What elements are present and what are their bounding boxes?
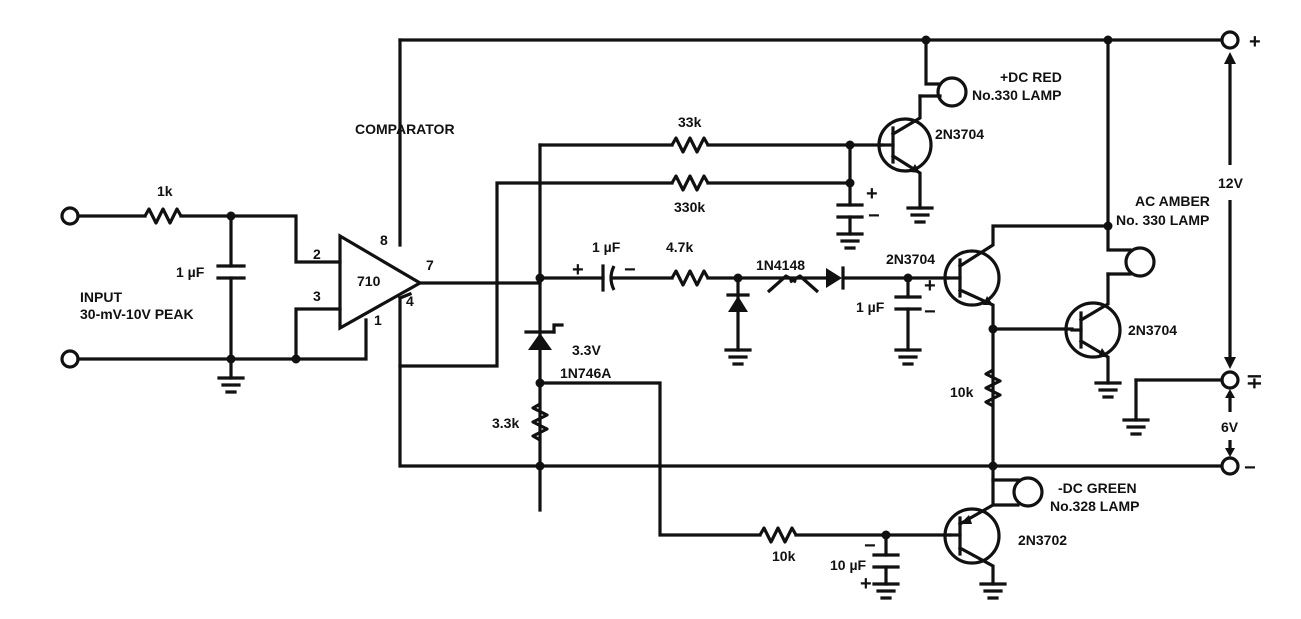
label-c-1uf-a: 1 µF (592, 239, 621, 255)
label-q-red: 2N3704 (935, 126, 984, 142)
capacitor-1uf-b (894, 295, 922, 311)
label-zener-part: 1N746A (560, 365, 611, 381)
label-c-1uf-b: 1 µF (856, 299, 885, 315)
polarity-plus: + (860, 573, 872, 595)
label-pin3: 3 (313, 288, 321, 304)
label-lamp-red-1: +DC RED (1000, 69, 1062, 85)
resistor-10k-bot (758, 526, 798, 544)
label-input-2: 30-mV-10V PEAK (80, 306, 194, 322)
transistor-q4 (943, 478, 1001, 586)
resistor-33k (670, 136, 710, 154)
transistor-q2 (943, 224, 1110, 468)
label-lamp-green-2: No.328 LAMP (1050, 498, 1139, 514)
label-lamp-green-1: -DC GREEN (1058, 480, 1137, 496)
resistor-3k3 (531, 402, 549, 442)
supply-terminal-minus (1220, 456, 1240, 476)
label-q-amber-out: 2N3704 (1128, 322, 1177, 338)
label-r-input: 1k (157, 183, 173, 199)
supply-terminal-plus (1220, 30, 1240, 50)
label-opamp: 710 (357, 273, 381, 289)
label-lamp-amber-2: No. 330 LAMP (1116, 212, 1209, 228)
zener-1n746a (524, 323, 564, 350)
label-lamp-red-2: No.330 LAMP (972, 87, 1061, 103)
label-6v: 6V (1221, 419, 1239, 435)
opamp-710 (338, 233, 424, 331)
lamp-green (1012, 476, 1044, 508)
label-r-10k-bot: 10k (772, 548, 796, 564)
positive-rail (398, 38, 1224, 247)
label-term-common: ∓ (1246, 371, 1263, 393)
polarity-minus: − (868, 205, 880, 227)
transistor-q1 (877, 94, 933, 210)
capacitor-red (836, 203, 864, 219)
label-r-4k7: 4.7k (666, 239, 693, 255)
capacitor-input (216, 264, 246, 280)
resistor-330k (670, 174, 710, 192)
label-r-3k3: 3.3k (492, 415, 519, 431)
label-r-10k-mid: 10k (950, 384, 974, 400)
label-lamp-amber-1: AC AMBER (1135, 193, 1210, 209)
label-comparator: COMPARATOR (355, 121, 455, 137)
lamp-amber (1124, 246, 1156, 278)
label-q-amber-in: 2N3704 (886, 251, 935, 267)
label-input-1: INPUT (80, 289, 122, 305)
label-term-minus: − (1244, 457, 1256, 479)
label-1n4148: 1N4148 (756, 257, 805, 273)
label-zener-v: 3.3V (572, 342, 601, 358)
polarity-plus: + (924, 275, 936, 297)
input-terminal-top (60, 206, 80, 226)
polarity-minus: − (924, 301, 936, 323)
supply-terminal-common (1220, 370, 1240, 390)
label-r-330k: 330k (674, 199, 705, 215)
ground-symbol (217, 376, 245, 394)
resistor-4k7 (670, 269, 710, 287)
transistor-q3 (1064, 272, 1122, 385)
negative-rail (398, 296, 1224, 468)
diode-shunt (726, 293, 750, 312)
resistor-10k-mid (984, 368, 1002, 408)
label-q-green: 2N3702 (1018, 532, 1067, 548)
polarity-plus: + (572, 259, 584, 281)
label-12v: 12V (1218, 175, 1244, 191)
dimension-6v (1225, 389, 1235, 457)
dimension-12v (1224, 52, 1236, 369)
polarity-plus: + (866, 183, 878, 205)
input-terminal-bottom (60, 349, 80, 369)
diode-1n4148 (826, 266, 845, 290)
polarity-minus: − (624, 259, 636, 281)
label-pin1: 1 (374, 312, 382, 328)
label-c-10uf: 10 µF (830, 557, 867, 573)
label-pin4: 4 (406, 293, 414, 309)
polarity-minus: − (864, 535, 876, 557)
label-c-input: 1 µF (176, 264, 205, 280)
label-pin7: 7 (426, 257, 434, 273)
label-pin8: 8 (380, 232, 388, 248)
capacitor-10uf (872, 553, 900, 569)
lamp-red (936, 76, 968, 108)
label-pin2: 2 (313, 246, 321, 262)
label-term-plus: + (1249, 31, 1261, 53)
label-r-33k: 33k (678, 114, 702, 130)
resistor-1k (143, 207, 183, 225)
